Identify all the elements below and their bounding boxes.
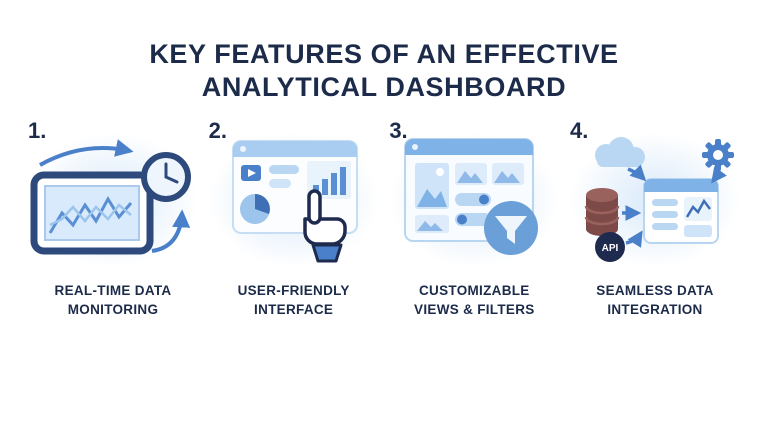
integration-arrows-icon xyxy=(621,164,727,248)
feature-2-number: 2. xyxy=(208,117,228,143)
integration-window-icon xyxy=(642,177,719,244)
feature-2-label: USER-FRIENDLY INTERFACE xyxy=(237,282,350,317)
gear-icon xyxy=(701,138,734,171)
feature-4-icon-wrap: API xyxy=(568,131,741,268)
api-badge-icon: API xyxy=(594,231,625,262)
toggle-switch-icon xyxy=(455,192,492,226)
database-icon xyxy=(584,187,620,236)
browser-window-icon xyxy=(231,139,358,234)
cloud-database-gear-api-icon: API xyxy=(584,136,734,262)
feature-1-number: 1. xyxy=(28,117,47,143)
feature-1-realtime-monitoring: 1. xyxy=(24,117,202,320)
feature-1-icon-wrap xyxy=(27,131,199,268)
feature-3-number: 3. xyxy=(389,117,408,143)
curved-arrow-right-icon xyxy=(151,209,191,253)
title-line-2: ANALYTICAL DASHBOARD xyxy=(201,71,567,102)
feature-4-integration: 4. xyxy=(566,117,744,320)
cloud-icon xyxy=(594,136,645,167)
feature-4-number: 4. xyxy=(569,117,589,143)
feature-1-label: REAL-TIME DATA MONITORING xyxy=(54,282,172,317)
dashboard-window-icon xyxy=(404,137,535,242)
features-row: 1. xyxy=(0,117,768,320)
title-line-1: KEY FEATURES OF AN EFFECTIVE xyxy=(149,39,619,69)
clock-icon xyxy=(141,151,191,202)
window-charts-cursor-icon xyxy=(231,139,358,263)
hand-cursor-icon xyxy=(302,189,347,263)
api-badge-text: API xyxy=(602,243,619,254)
curved-arrow-top-icon xyxy=(39,139,134,167)
filter-funnel-icon xyxy=(484,200,539,255)
window-thumbnails-funnel-icon xyxy=(404,137,539,255)
monitor-linechart-clock-icon xyxy=(30,139,191,255)
feature-3-label: CUSTOMIZABLE VIEWS & FILTERS xyxy=(414,282,535,317)
feature-2-icon-wrap xyxy=(207,131,380,268)
feature-4-label: SEAMLESS DATA INTEGRATION xyxy=(596,282,714,317)
feature-3-customizable: 3. xyxy=(385,117,563,320)
monitor-icon xyxy=(30,171,154,255)
page-title: KEY FEATURES OF AN EFFECTIVE ANALYTICAL … xyxy=(0,0,768,104)
feature-3-icon-wrap xyxy=(388,131,561,268)
feature-2-user-friendly: 2. xyxy=(205,117,383,320)
